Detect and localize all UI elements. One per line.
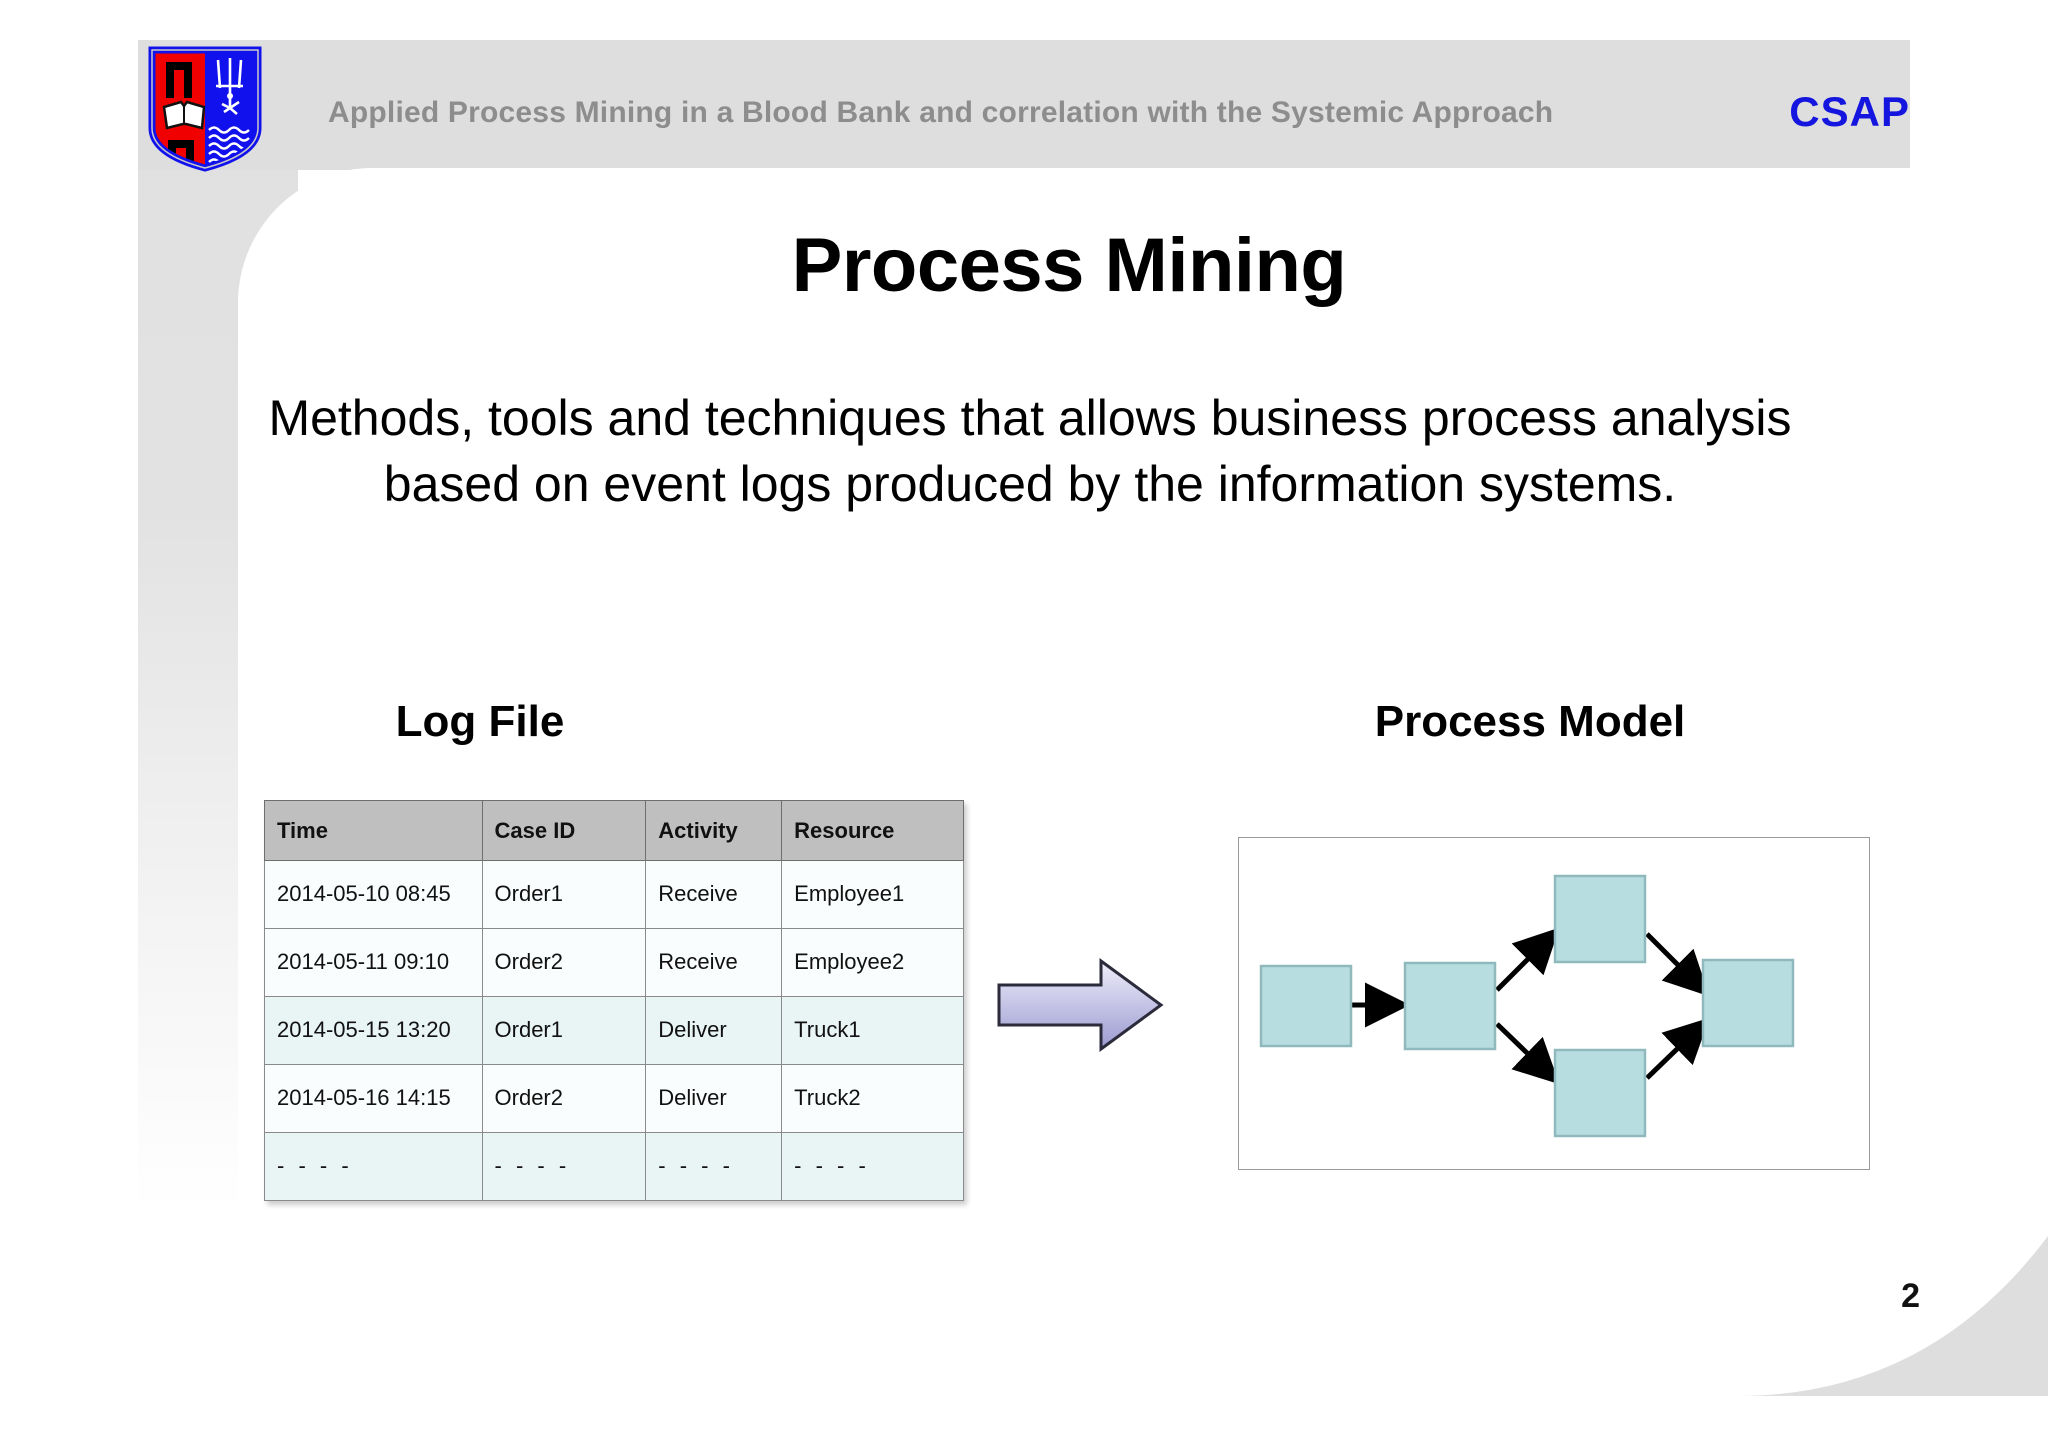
cell-resource: Truck1 [781, 996, 964, 1065]
process-node-5 [1701, 958, 1795, 1048]
cell-time: - - - - [264, 1132, 483, 1201]
cell-resource: Employee1 [781, 860, 964, 929]
header-band [138, 40, 1910, 170]
cell-resource: Truck2 [781, 1064, 964, 1133]
header-title: Applied Process Mining in a Blood Bank a… [328, 96, 1554, 129]
column-header-activity: Activity [645, 800, 783, 861]
cell-activity: Receive [645, 928, 783, 997]
process-node-3 [1553, 874, 1647, 964]
csap-brand-logo: CSAP [1789, 88, 1910, 135]
process-nodes [1259, 874, 1795, 1138]
university-coat-of-arms-icon [146, 46, 264, 172]
cell-activity: - - - - [645, 1132, 783, 1201]
cell-time: 2014-05-15 13:20 [264, 996, 483, 1065]
page-title: Process Mining [0, 222, 2048, 309]
cell-case-id: - - - - [481, 1132, 647, 1201]
cell-time: 2014-05-10 08:45 [264, 860, 483, 929]
cell-time: 2014-05-11 09:10 [264, 928, 483, 997]
table-header-row: Time Case ID Activity Resource [264, 800, 964, 861]
cell-resource: Employee2 [781, 928, 964, 997]
body-line-1: Methods, tools and techniques that allow… [268, 390, 1792, 446]
column-header-case-id: Case ID [481, 800, 647, 861]
process-node-2 [1403, 961, 1497, 1051]
body-line-2: based on event logs produced by the info… [383, 456, 1677, 512]
cell-case-id: Order2 [481, 928, 647, 997]
page-corner-decoration [1738, 1236, 2048, 1396]
slide-body-text: Methods, tools and techniques that allow… [250, 385, 1810, 517]
section-label-log-file: Log File [395, 697, 565, 746]
cell-case-id: Order2 [481, 1064, 647, 1133]
cell-case-id: Order1 [481, 996, 647, 1065]
cell-activity: Deliver [645, 996, 783, 1065]
column-header-resource: Resource [781, 800, 964, 861]
cell-activity: Receive [645, 860, 783, 929]
cell-resource: - - - - [781, 1132, 964, 1201]
table-row: 2014-05-15 13:20 Order1 Deliver Truck1 [264, 996, 964, 1065]
process-node-1 [1259, 964, 1353, 1048]
cell-time: 2014-05-16 14:15 [264, 1064, 483, 1133]
process-model-diagram [1238, 837, 1870, 1170]
table-row: 2014-05-16 14:15 Order2 Deliver Truck2 [264, 1064, 964, 1133]
table-row-ellipsis: - - - - - - - - - - - - - - - - [264, 1132, 964, 1201]
process-edges [1351, 927, 1710, 1085]
table-row: 2014-05-11 09:10 Order2 Receive Employee… [264, 928, 964, 997]
column-header-time: Time [264, 800, 483, 861]
page-number: 2 [1901, 1277, 1920, 1315]
page-title-text: Process Mining [791, 223, 1347, 308]
process-node-4 [1553, 1048, 1647, 1138]
cell-activity: Deliver [645, 1064, 783, 1133]
cell-case-id: Order1 [481, 860, 647, 929]
event-log-table: Time Case ID Activity Resource 2014-05-1… [264, 800, 964, 1201]
table-row: 2014-05-10 08:45 Order1 Receive Employee… [264, 860, 964, 929]
right-block-arrow-icon [995, 955, 1165, 1055]
section-label-process-model: Process Model [1374, 697, 1686, 746]
process-model-svg [1259, 874, 1795, 1138]
